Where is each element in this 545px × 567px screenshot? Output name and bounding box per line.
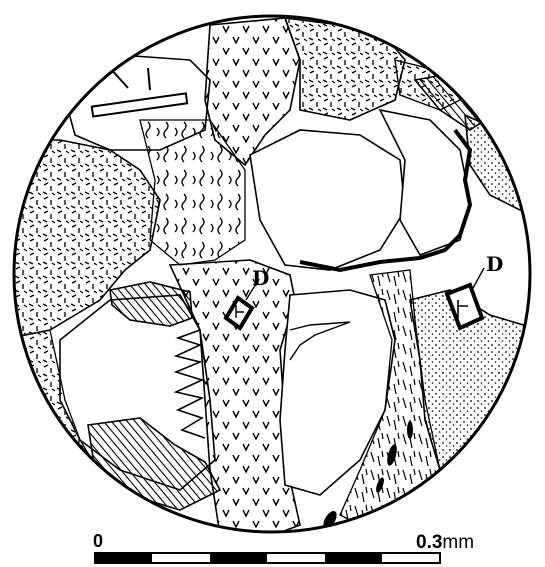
scale-end-label: 0.3mm xyxy=(416,532,474,554)
scale-end-unit: mm xyxy=(442,532,474,553)
clear-grain-center xyxy=(250,130,405,270)
scale-start-label: 0 xyxy=(93,531,103,552)
label-d-right: D xyxy=(486,252,503,276)
dashed-mineral-region-top xyxy=(285,18,405,120)
scale-end-value: 0.3 xyxy=(416,532,442,553)
scale-bar xyxy=(95,553,440,563)
label-d-center: D xyxy=(252,266,269,290)
